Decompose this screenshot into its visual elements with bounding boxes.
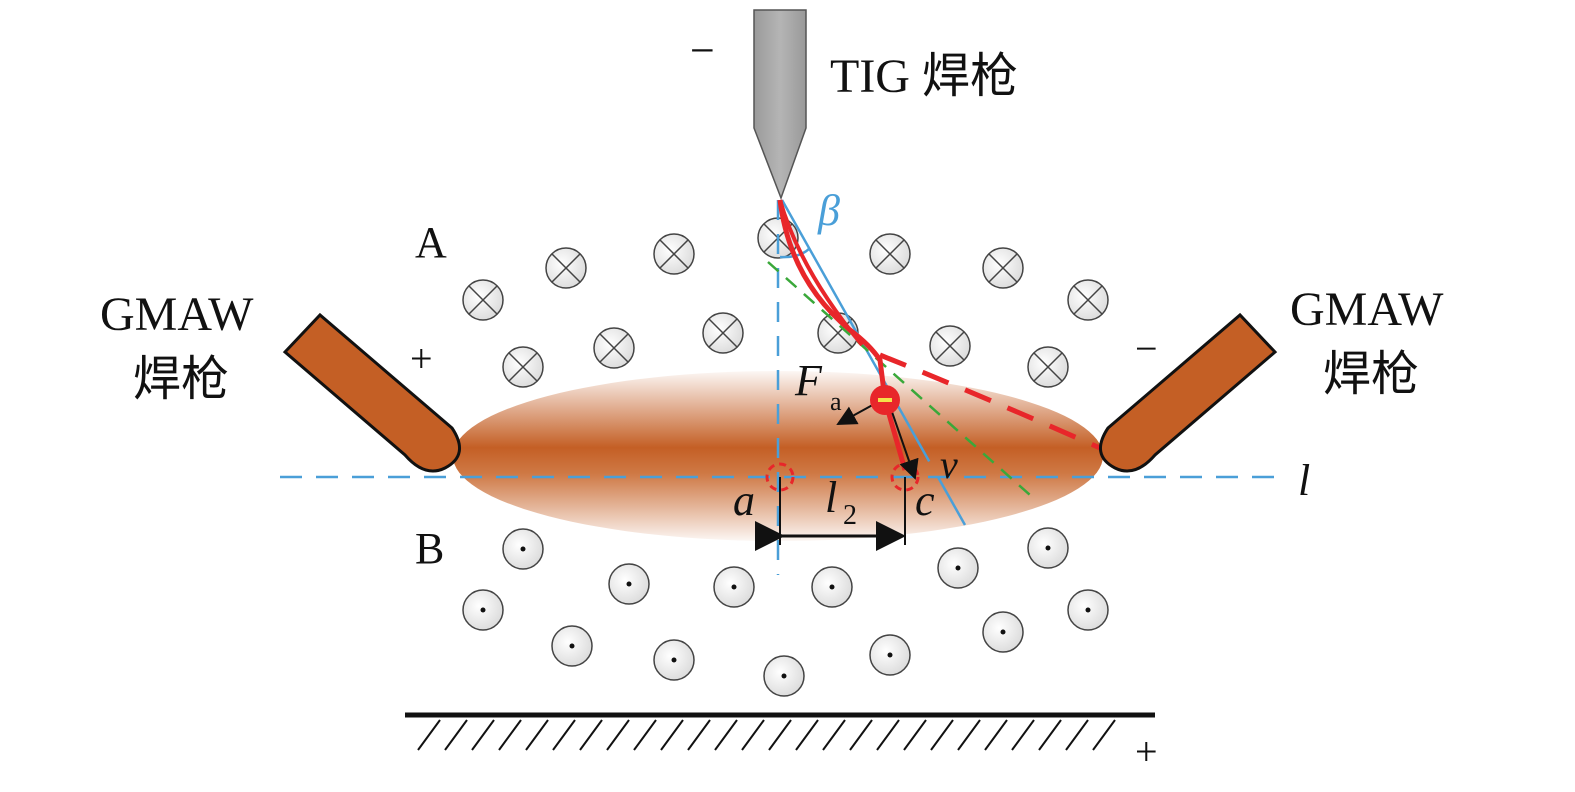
hatch-mark [687, 719, 711, 751]
region-a-label: A [415, 218, 447, 267]
hatch-mark [741, 719, 765, 751]
field-out-of-page-icon [551, 625, 593, 667]
field-into-page-icon [545, 247, 587, 289]
velocity-arrow [891, 411, 919, 480]
gmaw-right-label-2: 焊枪 [1323, 348, 1419, 401]
hatch-mark [984, 719, 1008, 751]
field-into-page-icon [869, 233, 911, 275]
magnetic-field-out-of-page [462, 527, 1109, 697]
field-out-of-page-icon [869, 634, 911, 676]
field-into-page-icon [1067, 279, 1109, 321]
tig-torch-label: TIG 焊枪 [830, 50, 1018, 103]
workpiece-polarity: + [1135, 729, 1158, 774]
hatch-mark [444, 719, 468, 751]
gmaw-right-label-1: GMAW [1290, 283, 1444, 336]
hatch-mark [1065, 719, 1089, 751]
field-out-of-page-icon [1067, 589, 1109, 631]
field-into-page-icon [593, 327, 635, 369]
tig-torch-icon [753, 9, 807, 201]
field-into-page-icon [502, 346, 544, 388]
field-into-page-icon [929, 325, 971, 367]
hatch-mark [552, 719, 576, 751]
hatch-mark [498, 719, 522, 751]
field-out-of-page-icon [462, 589, 504, 631]
gmaw-left-polarity: + [410, 336, 433, 381]
hatch-mark [633, 719, 657, 751]
gmaw-right-torch-icon [1099, 312, 1278, 473]
hatch-mark [849, 719, 873, 751]
field-out-of-page-icon [608, 563, 650, 605]
arc-trajectory-outer [778, 199, 864, 347]
distance-label: l [825, 473, 837, 522]
hatch-mark [1038, 719, 1062, 751]
field-into-page-icon [653, 233, 695, 275]
hatch-mark [876, 719, 900, 751]
distance-subscript: 2 [843, 500, 857, 531]
field-into-page-icon [1027, 346, 1069, 388]
hatch-mark [714, 719, 738, 751]
field-out-of-page-icon [713, 566, 755, 608]
gmaw-left-label-2: 焊枪 [133, 353, 229, 406]
field-out-of-page-icon [502, 528, 544, 570]
field-out-of-page-icon [982, 611, 1024, 653]
blue-tangent-line [780, 199, 967, 526]
field-out-of-page-icon [653, 639, 695, 681]
green-dashed-line [767, 261, 1031, 496]
field-out-of-page-icon [811, 566, 853, 608]
line-l-label: l [1298, 456, 1310, 505]
force-label: F [794, 356, 823, 405]
hatch-mark [660, 719, 684, 751]
hatch-mark [930, 719, 954, 751]
force-subscript: a [830, 387, 842, 416]
angle-beta-label: β [817, 186, 840, 235]
hatch-mark [903, 719, 927, 751]
tig-polarity: − [690, 26, 715, 75]
field-into-page-icon [462, 279, 504, 321]
hatch-mark [471, 719, 495, 751]
gmaw-left-label-1: GMAW [100, 288, 254, 341]
gmaw-left-torch-icon [282, 312, 461, 473]
field-out-of-page-icon [937, 547, 979, 589]
velocity-label: v [940, 442, 958, 487]
gmaw-right-polarity: − [1135, 326, 1158, 371]
field-out-of-page-icon [1027, 527, 1069, 569]
hatch-mark [957, 719, 981, 751]
point-a-label: a [733, 476, 755, 525]
point-c-label: c [915, 476, 935, 525]
magnetic-field-into-page [462, 217, 1109, 388]
hatch-mark [417, 719, 441, 751]
hatch-mark [822, 719, 846, 751]
hatch-mark [768, 719, 792, 751]
hatch-mark [795, 719, 819, 751]
field-into-page-icon [702, 312, 744, 354]
hatch-mark [1092, 719, 1116, 751]
field-into-page-icon [982, 247, 1024, 289]
hatch-mark [606, 719, 630, 751]
point-a-marker [765, 462, 795, 492]
electron-minus-sign [878, 398, 892, 402]
hatch-mark [525, 719, 549, 751]
field-out-of-page-icon [763, 655, 805, 697]
hatch-mark [1011, 719, 1035, 751]
beta-angle-arc [779, 247, 811, 259]
ground-hatching [417, 719, 1116, 751]
region-b-label: B [415, 524, 444, 573]
hatch-mark [579, 719, 603, 751]
arc-trajectory-dashed [879, 352, 1102, 451]
